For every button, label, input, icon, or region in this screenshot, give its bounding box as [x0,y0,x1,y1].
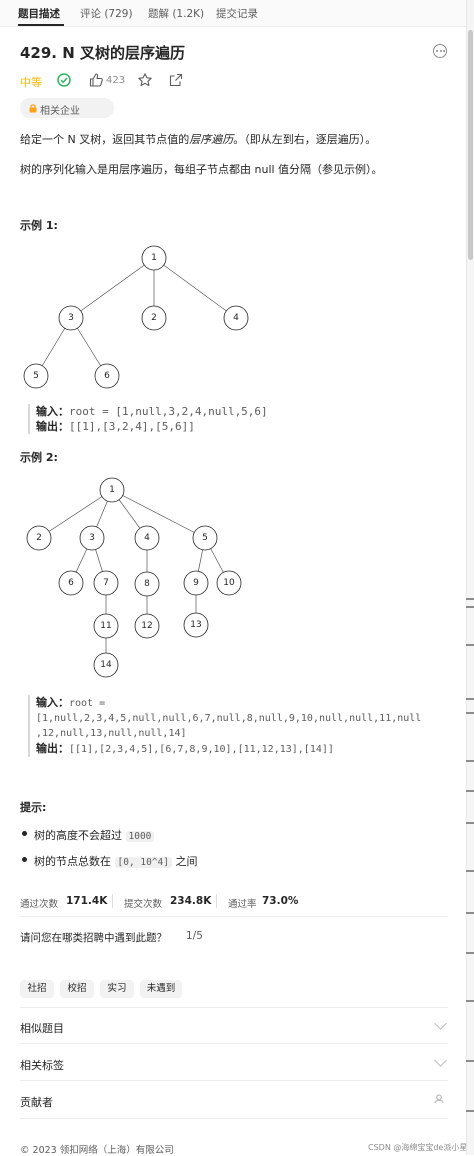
tab-solutions[interactable]: 题解 (1.2K) [148,8,205,20]
svg-text:2: 2 [151,313,157,323]
problem-title: 429. N 叉树的层序遍历 [20,44,186,62]
example-1-tree-diagram: 1 3 2 4 5 6 [23,245,249,389]
tree-node: 2 [26,525,52,551]
tree-node: 1 [141,245,167,271]
share-icon[interactable] [168,72,184,88]
more-options-icon[interactable] [433,44,447,58]
svg-text:10: 10 [223,578,235,588]
tree-node: 5 [23,363,49,389]
difficulty-badge: 中等 [20,76,42,89]
tree-node: 14 [93,652,119,678]
contributors-section[interactable]: 贡献者 [20,1096,53,1109]
tree-node: 5 [192,525,218,551]
submissions-label: 提交次数 [124,899,163,910]
tab-description[interactable]: 题目描述 [18,8,60,20]
svg-text:3: 3 [68,313,74,323]
svg-text:5: 5 [33,371,39,381]
svg-text:6: 6 [104,371,110,381]
tab-comments[interactable]: 评论 (729) [80,8,133,20]
hint-1: 树的高度不会超过 1000 [34,827,155,843]
tree-node: 11 [93,613,119,639]
tree-node: 9 [183,570,209,596]
svg-text:13: 13 [190,620,201,630]
accepted-value: 171.4K [66,895,108,907]
tree-node: 1 [99,477,125,503]
scrollbar-track[interactable] [466,0,474,1155]
example-2-output: [[1],[2,3,4,5],[6,7,8,9,10],[11,12,13],[… [69,744,334,755]
svg-text:14: 14 [100,660,112,670]
like-count: 423 [106,75,126,86]
svg-text:9: 9 [193,578,199,588]
hint-bullet [22,857,27,862]
tab-bar: 题目描述 评论 (729) 题解 (1.2K) 提交记录 [0,0,466,27]
contributors-icon[interactable] [432,1093,446,1107]
survey-option-none[interactable]: 未遇到 [140,980,182,998]
related-tags-section[interactable]: 相关标签 [20,1059,64,1072]
chevron-down-icon[interactable] [434,1054,447,1067]
acceptance-rate-label: 通过率 [228,899,257,910]
example-1-output: [[1],[3,2,4],[5,6]] [69,420,195,433]
tree-node: 4 [223,305,249,331]
svg-text:7: 7 [103,578,109,588]
description-paragraph-2: 树的序列化输入是用层序遍历，每组子节点都由 null 值分隔（参见示例）。 [20,163,383,176]
svg-text:3: 3 [89,533,95,543]
tree-node: 3 [58,305,84,331]
tree-node: 8 [134,571,160,597]
svg-text:4: 4 [144,533,150,543]
accepted-label: 通过次数 [20,899,59,910]
acceptance-rate-value: 73.0% [262,895,299,907]
svg-text:4: 4 [233,313,239,323]
lock-icon [29,104,37,113]
example-2-input: [1,null,2,3,4,5,null,null,6,7,null,8,nul… [36,713,422,724]
svg-text:12: 12 [141,621,152,631]
svg-text:6: 6 [68,578,74,588]
svg-text:5: 5 [202,533,208,543]
thumbs-up-icon[interactable] [88,72,104,88]
active-tab-indicator [18,24,64,26]
svg-text:8: 8 [144,579,150,589]
star-icon[interactable] [137,72,153,88]
example-1-io-block: 输入：root = [1,null,3,2,4,null,5,6] 输出：[[1… [28,404,268,434]
example-2-tree-diagram: 1 2 3 4 5 6 7 8 9 10 11 12 13 14 [26,477,242,678]
related-companies-tag[interactable]: 相关企业 [20,98,114,118]
survey-option-social[interactable]: 社招 [20,980,54,998]
svg-text:1: 1 [151,253,157,263]
description-paragraph-1: 给定一个 N 叉树，返回其节点值的层序遍历。（即从左到右，逐层遍历）。 [20,133,377,146]
tree-node: 2 [141,305,167,331]
svg-text:2: 2 [36,533,42,543]
hint-bullet [22,831,27,836]
accepted-check-icon [57,73,71,87]
similar-problems-section[interactable]: 相似题目 [20,1022,64,1035]
survey-option-intern[interactable]: 实习 [100,980,134,998]
tree-node: 6 [94,363,120,389]
tree-node: 4 [134,525,160,551]
csdn-watermark: CSDN @海绵宝宝de派小星 [368,1143,468,1152]
tree-node: 6 [58,570,84,596]
hint-2: 树的节点总数在 [0, 10^4] 之间 [34,855,198,868]
svg-text:11: 11 [100,621,111,631]
related-companies-label: 相关企业 [40,106,80,117]
example-2-io-block: 输入：root = [1,null,2,3,4,5,null,null,6,7,… [28,695,421,757]
hints-heading: 提示: [20,801,47,814]
tree-node: 13 [183,612,209,638]
scrollbar-thumb[interactable] [468,30,473,260]
example-2-heading: 示例 2: [20,451,58,464]
tab-submissions[interactable]: 提交记录 [216,8,258,20]
submissions-value: 234.8K [170,895,212,907]
tree-node: 3 [79,525,105,551]
copyright-footer: © 2023 领扣网络（上海）有限公司 [20,1145,174,1156]
chevron-down-icon[interactable] [434,1017,447,1030]
survey-question: 请问您在哪类招聘中遇到此题？ [20,932,167,944]
survey-progress: 1/5 [186,930,203,942]
tree-node: 12 [134,613,160,639]
svg-text:1: 1 [109,485,115,495]
example-1-input: root = [1,null,3,2,4,null,5,6] [69,405,268,418]
survey-option-campus[interactable]: 校招 [60,980,94,998]
tree-node: 10 [216,570,242,596]
example-1-heading: 示例 1: [20,219,58,232]
tree-node: 7 [93,570,119,596]
